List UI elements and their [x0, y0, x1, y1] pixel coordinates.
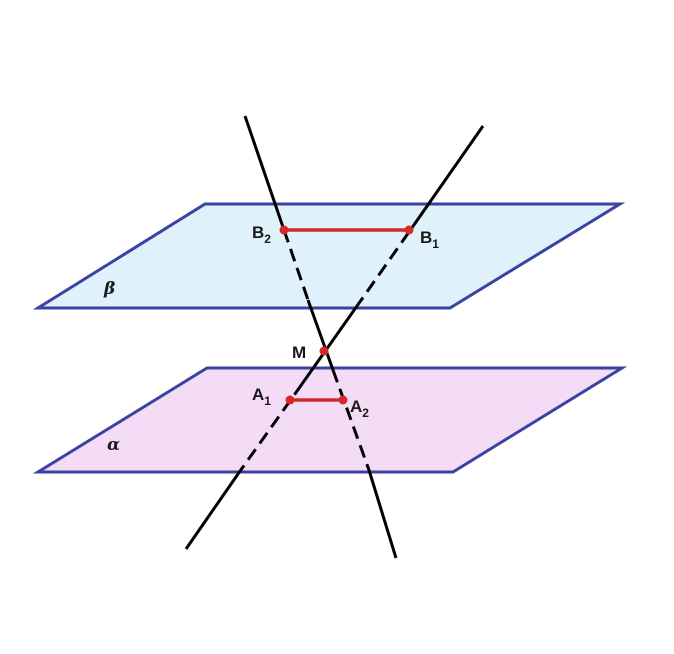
plane-alpha: [32, 366, 628, 474]
line-b1-a1-dash-upper: [355, 231, 411, 307]
plane-beta: [32, 202, 626, 310]
point-a2: [338, 395, 348, 405]
line-b2-a2-top: [243, 115, 286, 231]
plane-beta-label: β: [103, 279, 115, 299]
line-b1-a1-top: [407, 125, 485, 233]
line-b1-a1-middle: [300, 305, 359, 385]
line-b1-a1-bottom: [184, 473, 240, 550]
label-m: M: [292, 343, 306, 362]
line-b2-a2: [243, 115, 398, 559]
point-b2: [279, 225, 289, 235]
label-a2: A2: [350, 397, 369, 420]
point-b1: [404, 225, 414, 235]
label-b1: B1: [420, 228, 439, 251]
line-b1-a1-dash-lower: [236, 383, 304, 475]
line-b2-a2-bottom: [367, 469, 398, 559]
line-b2-a2-middle: [306, 299, 335, 371]
label-b2: B2: [252, 223, 271, 246]
line-b2-a2-dash-lower: [331, 369, 371, 471]
label-a1: A1: [252, 385, 271, 408]
line-b1-a1: [184, 125, 485, 550]
point-m: [319, 346, 329, 356]
line-b2-a2-dash-upper: [282, 229, 310, 301]
point-a1: [285, 395, 295, 405]
plane-alpha-label: α: [107, 435, 120, 455]
